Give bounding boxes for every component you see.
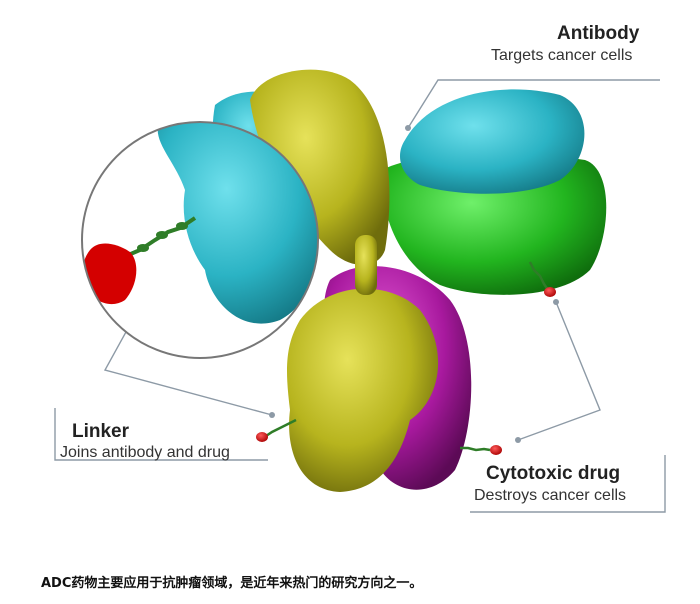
caption: ADC药物主要应用于抗肿瘤领域，是近年来热门的研究方向之一。 (41, 576, 423, 591)
antibody-structure (212, 69, 607, 492)
conjugated-drugs (256, 261, 556, 455)
drug-linker-left-fc (256, 418, 297, 442)
drug-linker-right-arm (528, 261, 556, 297)
heavy-chain-fc-olive (287, 288, 439, 492)
light-chain-right-arm (400, 89, 585, 194)
zoomed-drug-molecule (82, 243, 137, 305)
linker-title: Linker (72, 421, 130, 442)
hinge-region (355, 235, 377, 295)
antibody-callout-line (407, 79, 660, 129)
antibody-subtitle: Targets cancer cells (491, 47, 633, 64)
linker-subtitle: Joins antibody and drug (60, 444, 230, 461)
heavy-chain-left-arm (250, 69, 390, 265)
drug-title: Cytotoxic drug (486, 463, 621, 484)
drug-callout-line (517, 301, 601, 441)
linker-bracket-line (54, 408, 268, 461)
callout-dots (160, 125, 559, 443)
zoom-inset (81, 121, 319, 359)
drug-subtitle: Destroys cancer cells (474, 487, 627, 504)
drug-linker-right-fc (460, 445, 502, 455)
antibody-title: Antibody (557, 23, 640, 44)
zoomed-antibody-surface (157, 122, 318, 324)
drug-bracket-line (470, 455, 666, 513)
